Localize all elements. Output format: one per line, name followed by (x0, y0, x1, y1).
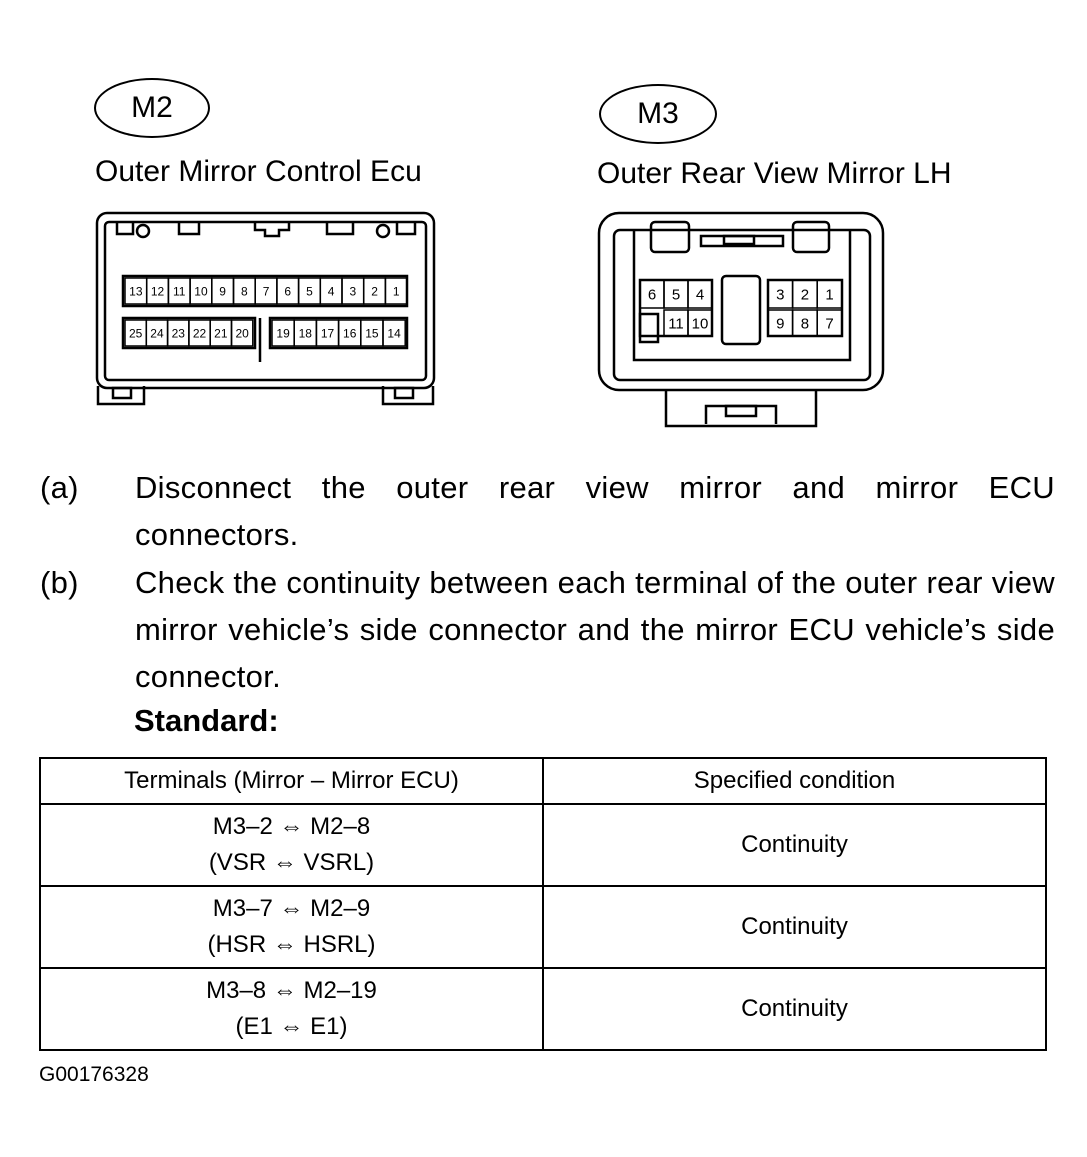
condition-cell: Continuity (542, 803, 1047, 887)
m2-pin-number: 8 (241, 284, 248, 298)
m2-bottom-left-pin-row: 25 24 23 22 21 20 (124, 319, 254, 347)
header-terminals: Terminals (Mirror – Mirror ECU) (39, 757, 544, 805)
m2-pin-number: 25 (129, 326, 143, 340)
continuity-spec-table: Terminals (Mirror – Mirror ECU) Specifie… (39, 757, 1047, 1051)
m2-pin-number: 15 (365, 326, 379, 340)
m2-pin-number: 3 (350, 284, 357, 298)
m3-connector-title: Outer Rear View Mirror LH (597, 157, 952, 190)
m3-pin-number: 3 (776, 286, 784, 303)
table-row: M3–7 ⇔ M2–9 (HSR ⇔ HSRL) Continuity (39, 885, 1047, 969)
m2-pin-number: 13 (129, 284, 143, 298)
m3-pin-number: 2 (801, 286, 809, 303)
condition-cell: Continuity (542, 885, 1047, 969)
m2-connector-tag: M2 (94, 78, 210, 138)
terminal-signals: (VSR ⇔ VSRL) (208, 849, 375, 876)
m3-pin-number: 1 (825, 286, 833, 303)
m2-pin-number: 4 (328, 284, 335, 298)
terminal-cell: M3–2 ⇔ M2–8 (VSR ⇔ VSRL) (39, 803, 544, 887)
m2-pin-number: 24 (150, 326, 164, 340)
terminal-pins: M3–7 ⇔ M2–9 (212, 895, 371, 922)
m3-pin-number: 6 (648, 286, 656, 303)
m3-pin-number: 11 (668, 315, 684, 332)
m2-pin-number: 6 (284, 284, 291, 298)
terminal-cell: M3–7 ⇔ M2–9 (HSR ⇔ HSRL) (39, 885, 544, 969)
m2-pin-number: 23 (172, 326, 186, 340)
m3-pin-number: 7 (825, 315, 833, 332)
m2-bottom-right-pin-row: 19 18 17 16 15 14 (271, 319, 406, 347)
figure-code: G00176328 (39, 1063, 149, 1086)
table-row: M3–8 ⇔ M2–19 (E1 ⇔ E1) Continuity (39, 967, 1047, 1051)
m2-pin-cell (382, 319, 406, 347)
m2-pin-number: 9 (219, 284, 226, 298)
m2-tag-text: M2 (131, 91, 173, 124)
step-a-text: Disconnect the outer rear view mirror an… (135, 470, 1055, 552)
m2-pin-number: 7 (263, 284, 270, 298)
m2-pin-number: 16 (343, 326, 357, 340)
m2-pin-number: 5 (306, 284, 313, 298)
m3-left-bottom-pin-row: 11 10 (663, 309, 713, 337)
m2-pin-number: 21 (214, 326, 228, 340)
step-b: (b) Check the continuity between each te… (40, 559, 1055, 700)
m2-pin-cell (230, 319, 254, 347)
m2-pin-cell (384, 277, 408, 305)
terminal-pins: M3–2 ⇔ M2–8 (212, 813, 371, 840)
m2-pin-number: 14 (387, 326, 401, 340)
step-a-label: (a) (40, 470, 79, 505)
condition-cell: Continuity (542, 967, 1047, 1051)
table-header-row: Terminals (Mirror – Mirror ECU) Specifie… (39, 757, 1047, 805)
m3-pin-number: 5 (672, 286, 680, 303)
terminal-signals: (HSR ⇔ HSRL) (207, 931, 376, 958)
terminal-signals: (E1 ⇔ E1) (235, 1013, 348, 1040)
m3-pin-cell (687, 309, 713, 337)
m2-pin-number: 18 (299, 326, 313, 340)
terminal-cell: M3–8 ⇔ M2–19 (E1 ⇔ E1) (39, 967, 544, 1051)
m2-pin-number: 22 (193, 326, 207, 340)
m3-tag-text: M3 (637, 97, 679, 130)
m3-pin-number: 9 (776, 315, 784, 332)
m3-pin-cell (816, 309, 843, 337)
m3-pin-number: 10 (692, 315, 709, 332)
standard-heading: Standard: (134, 703, 279, 738)
m2-pin-number: 20 (235, 326, 249, 340)
m3-pin-cell (816, 279, 843, 309)
m2-connector-title: Outer Mirror Control Ecu (95, 155, 422, 188)
step-b-text: Check the continuity between each termin… (135, 565, 1055, 694)
m3-pin-number: 8 (801, 315, 809, 332)
header-condition: Specified condition (542, 757, 1047, 805)
m2-pin-number: 17 (321, 326, 335, 340)
table-row: M3–2 ⇔ M2–8 (VSR ⇔ VSRL) Continuity (39, 803, 1047, 887)
terminal-pins: M3–8 ⇔ M2–19 (206, 977, 377, 1004)
m2-pin-number: 11 (173, 284, 186, 298)
m2-pin-number: 2 (371, 284, 378, 298)
step-a: (a) Disconnect the outer rear view mirro… (40, 464, 1055, 558)
m3-pin-cell (687, 279, 713, 309)
m2-pin-number: 10 (194, 284, 208, 298)
m3-pin-number: 4 (696, 286, 704, 303)
m2-pin-number: 19 (276, 326, 290, 340)
m3-connector-tag: M3 (599, 84, 717, 144)
m2-pin-number: 12 (151, 284, 165, 298)
step-b-label: (b) (40, 565, 79, 600)
m2-pin-number: 1 (393, 284, 400, 298)
